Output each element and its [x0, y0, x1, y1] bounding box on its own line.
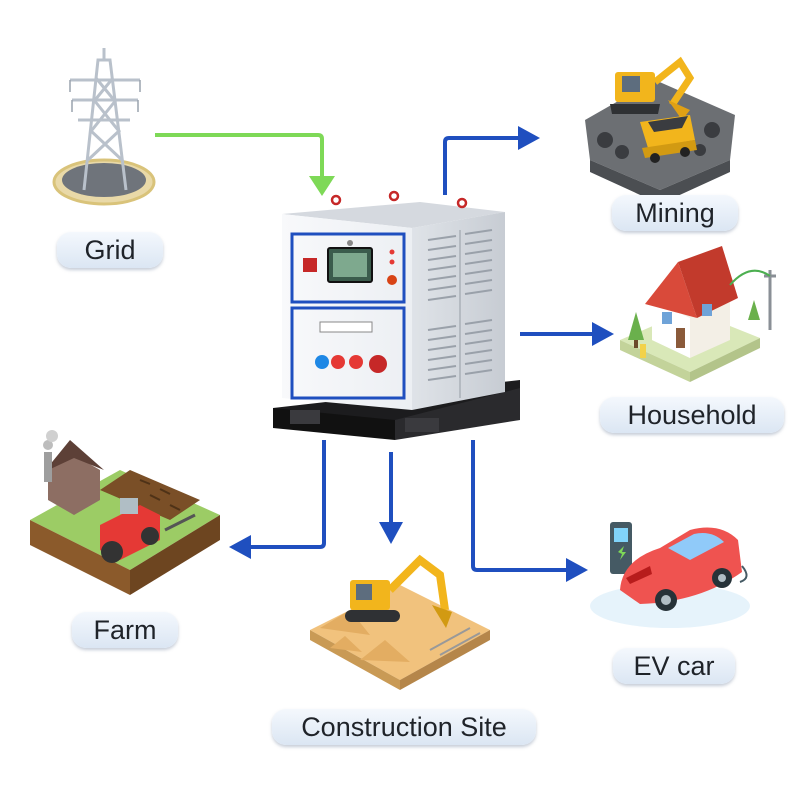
- transmission-tower-icon: [52, 48, 156, 206]
- mining-excavator-icon: [585, 56, 735, 204]
- construction-site-label: Construction Site: [272, 709, 536, 745]
- arrow-device-to-farm: [229, 440, 326, 559]
- farm-tractor-icon: [30, 430, 220, 595]
- arrow-device-to-mining: [443, 126, 540, 195]
- arrow-grid-to-device: [155, 133, 335, 196]
- arrow-device-to-construction: [379, 452, 403, 544]
- household-label: Household: [600, 397, 784, 433]
- house-icon: [620, 246, 776, 382]
- ev-car-label: EV car: [613, 648, 735, 684]
- grid-label: Grid: [57, 232, 163, 268]
- construction-excavator-icon: [310, 554, 490, 690]
- mining-label: Mining: [612, 195, 738, 231]
- farm-label: Farm: [72, 612, 178, 648]
- arrow-device-to-household: [520, 322, 614, 346]
- ev-car-charger-icon: [590, 522, 750, 628]
- energy-storage-cabinet-icon: [273, 190, 520, 440]
- arrow-device-to-ev-car: [471, 440, 588, 582]
